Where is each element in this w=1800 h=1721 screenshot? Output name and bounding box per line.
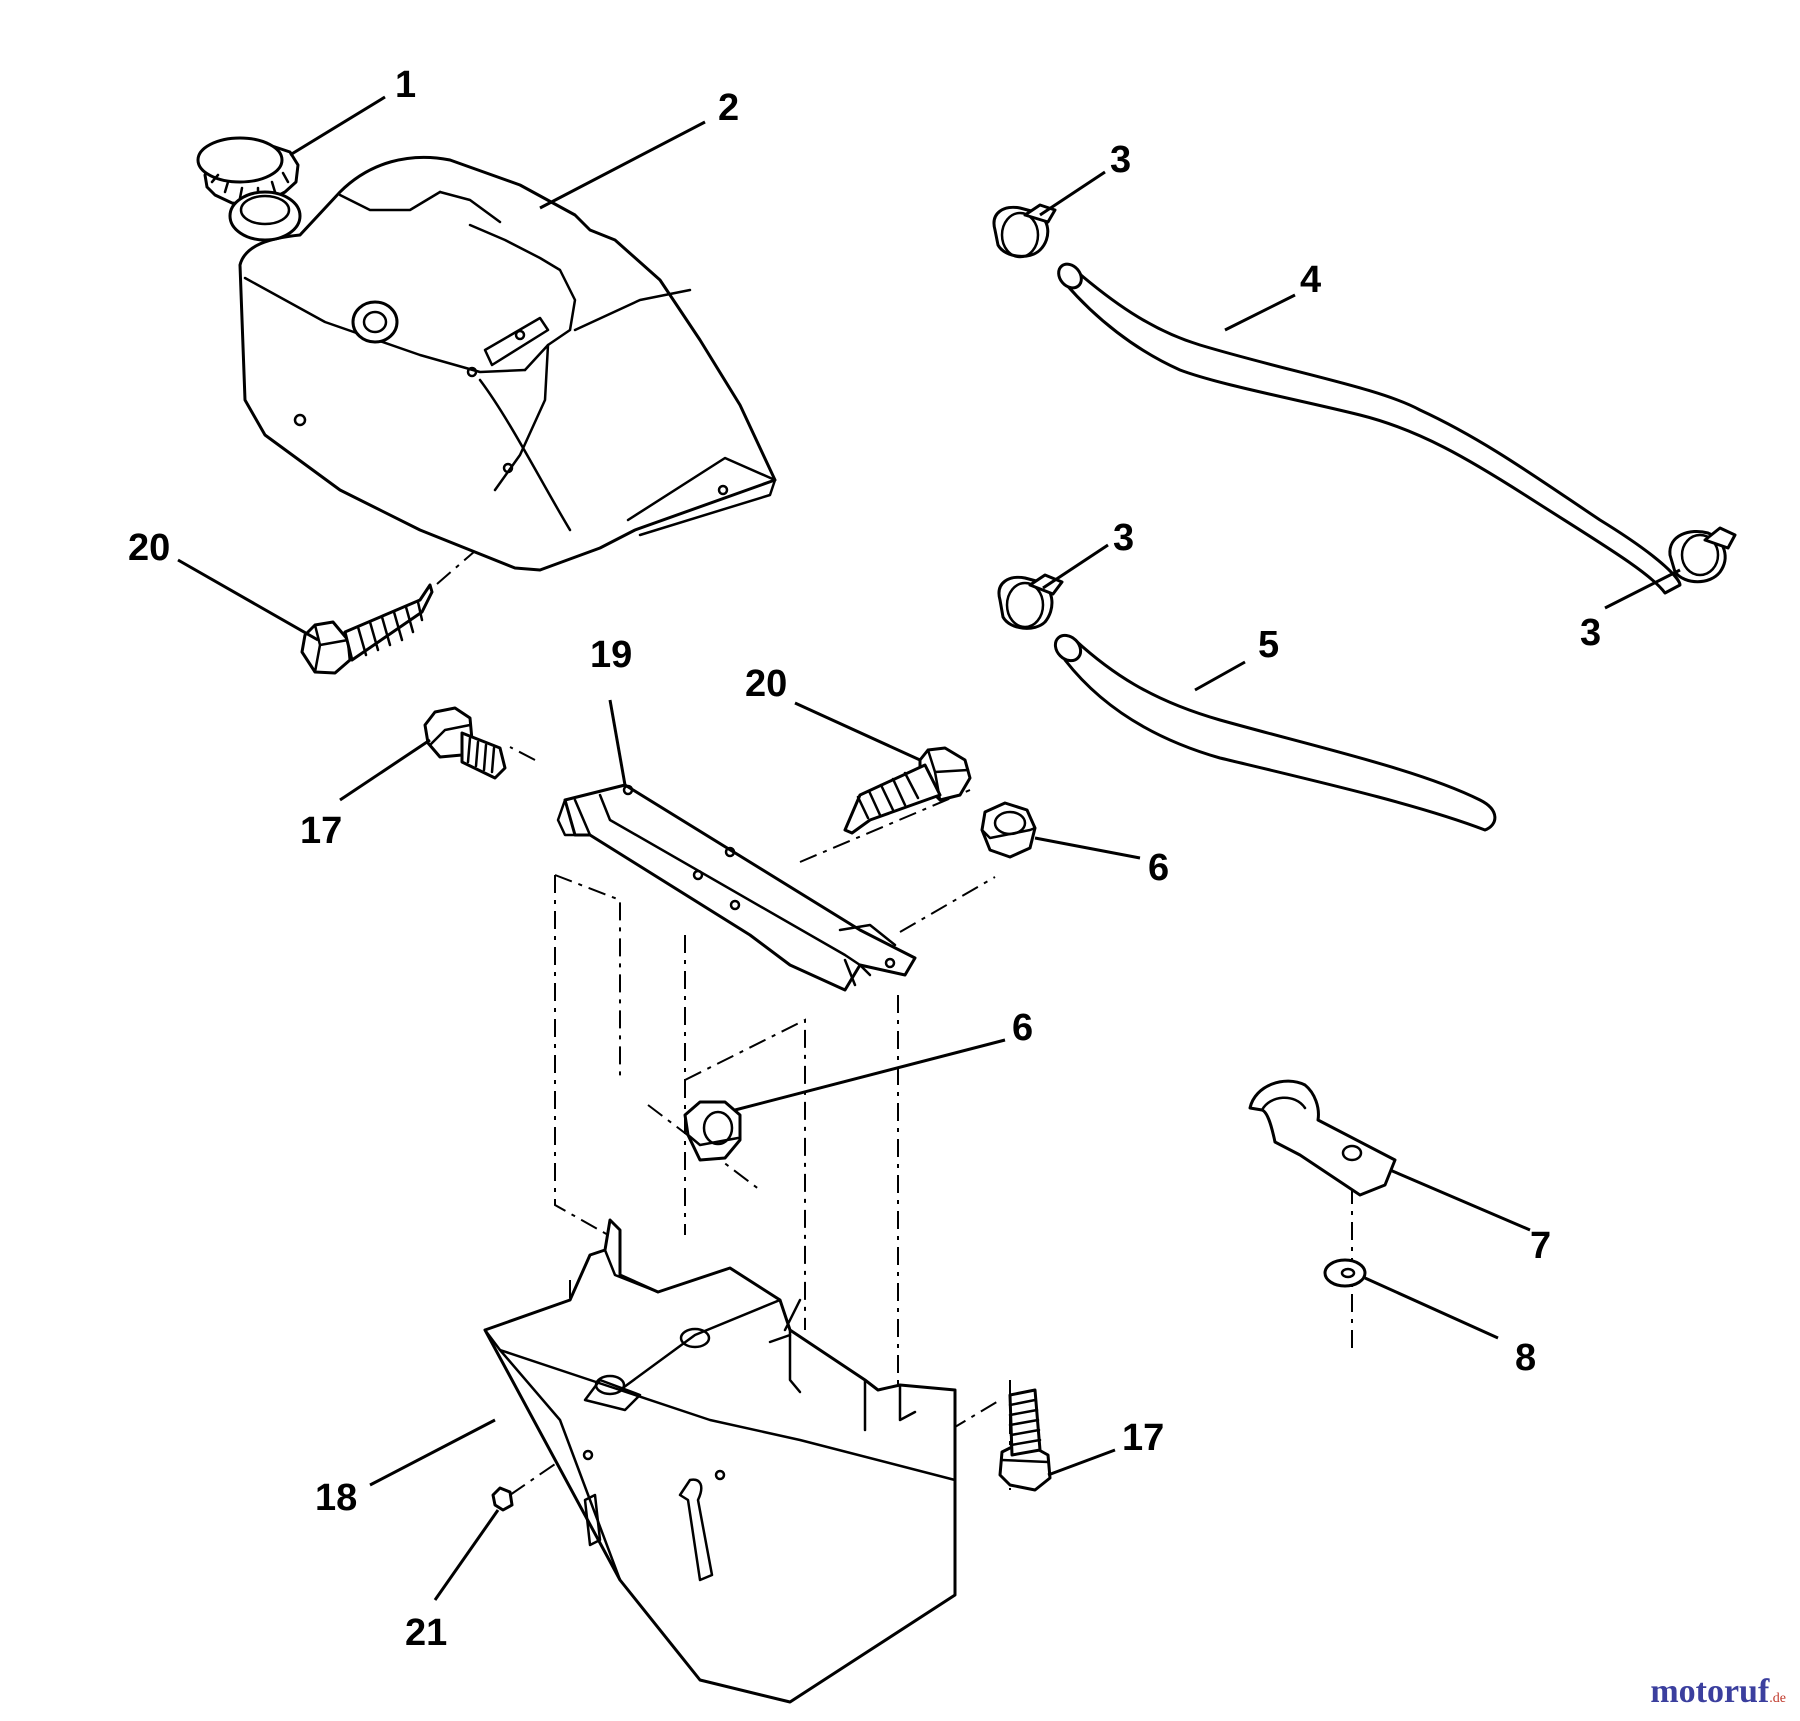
watermark-tld: .de <box>1769 1691 1786 1706</box>
flange-bolt-lower <box>998 1388 1052 1492</box>
hose-clamp-upper <box>992 203 1057 259</box>
small-screw <box>491 1486 514 1512</box>
flange-bolt-upper <box>423 706 507 780</box>
assembly-guide-lines <box>429 524 1353 1496</box>
fuel-hose-upper <box>1057 262 1682 595</box>
callout-20-middle: 20 <box>745 663 787 705</box>
washer <box>1323 1258 1367 1288</box>
tank-screw <box>300 583 434 675</box>
callout-20-upper: 20 <box>128 527 170 569</box>
hex-nut-upper <box>980 801 1037 859</box>
callout-4: 4 <box>1300 259 1321 301</box>
battery-box <box>483 1218 957 1704</box>
hex-bolt-middle <box>843 746 972 835</box>
fuel-hose-lower <box>1053 633 1497 832</box>
callout-17-lower: 17 <box>1122 1417 1164 1459</box>
callout-6-upper: 6 <box>1148 847 1169 889</box>
hose-clamp-middle <box>997 573 1064 630</box>
watermark: motoruf.de <box>1650 1673 1786 1711</box>
callout-2: 2 <box>718 87 739 129</box>
watermark-brand: motoruf <box>1650 1673 1770 1710</box>
callout-18: 18 <box>315 1477 357 1519</box>
callout-3-upper: 3 <box>1110 139 1131 181</box>
fuel-cap <box>196 136 300 207</box>
callout-8: 8 <box>1515 1337 1536 1379</box>
fuel-tank <box>228 155 777 572</box>
callout-3-middle: 3 <box>1113 517 1134 559</box>
leader-lines <box>177 95 1681 1601</box>
callout-1: 1 <box>395 64 416 106</box>
callout-19: 19 <box>590 634 632 676</box>
callout-3-right: 3 <box>1580 612 1601 654</box>
mounting-bracket <box>556 783 917 992</box>
callout-17-upper: 17 <box>300 810 342 852</box>
callout-7: 7 <box>1530 1225 1551 1267</box>
callout-5: 5 <box>1258 624 1279 666</box>
callout-6-lower: 6 <box>1012 1007 1033 1049</box>
hex-nut-lower <box>683 1100 742 1162</box>
hose-clip <box>1248 1079 1397 1197</box>
callout-labels: 1 2 3 4 3 3 5 20 19 20 17 6 6 7 8 17 18 … <box>128 64 1601 1654</box>
callout-21: 21 <box>405 1612 447 1654</box>
hose-clamp-right <box>1668 526 1737 584</box>
